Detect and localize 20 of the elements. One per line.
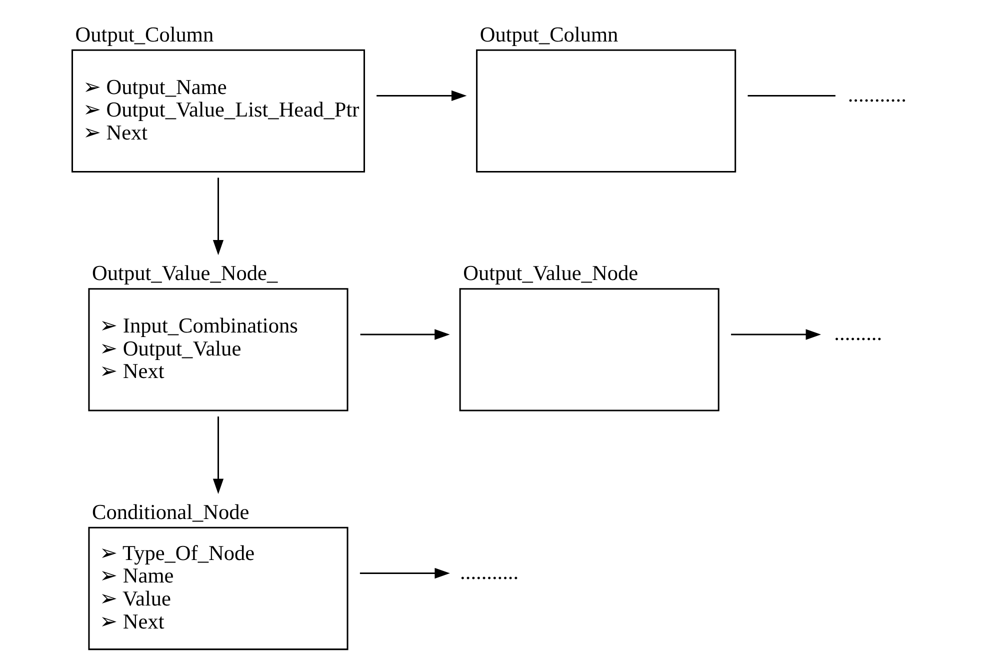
node-label: Output_Value_Node_ (92, 261, 278, 286)
arrow (731, 329, 822, 340)
node-label: Output_Column (480, 22, 618, 46)
arrow (212, 416, 224, 494)
node-box: ➢ Type_Of_Node ➢ Name ➢ Value ➢ Next (88, 526, 348, 650)
node-box: ➢ Input_Combinations ➢ Output_Value ➢ Next (88, 288, 348, 412)
arrow (360, 568, 450, 579)
node-text: ........... (460, 560, 519, 584)
node-text: ......... (834, 321, 882, 346)
arrow (360, 329, 450, 340)
connector (748, 94, 836, 96)
node-label: Output_Column (75, 22, 214, 46)
arrow (212, 178, 224, 256)
node-box (476, 49, 736, 173)
node-box (459, 288, 720, 412)
node-text: ........... (848, 82, 906, 106)
node-label: Conditional_Node (92, 500, 250, 524)
node-label: Output_Value_Node (463, 261, 638, 286)
arrow (376, 90, 467, 102)
node-box: ➢ Output_Name ➢ Output_Value_List_Head_Ptr ➢ Next (72, 49, 365, 173)
